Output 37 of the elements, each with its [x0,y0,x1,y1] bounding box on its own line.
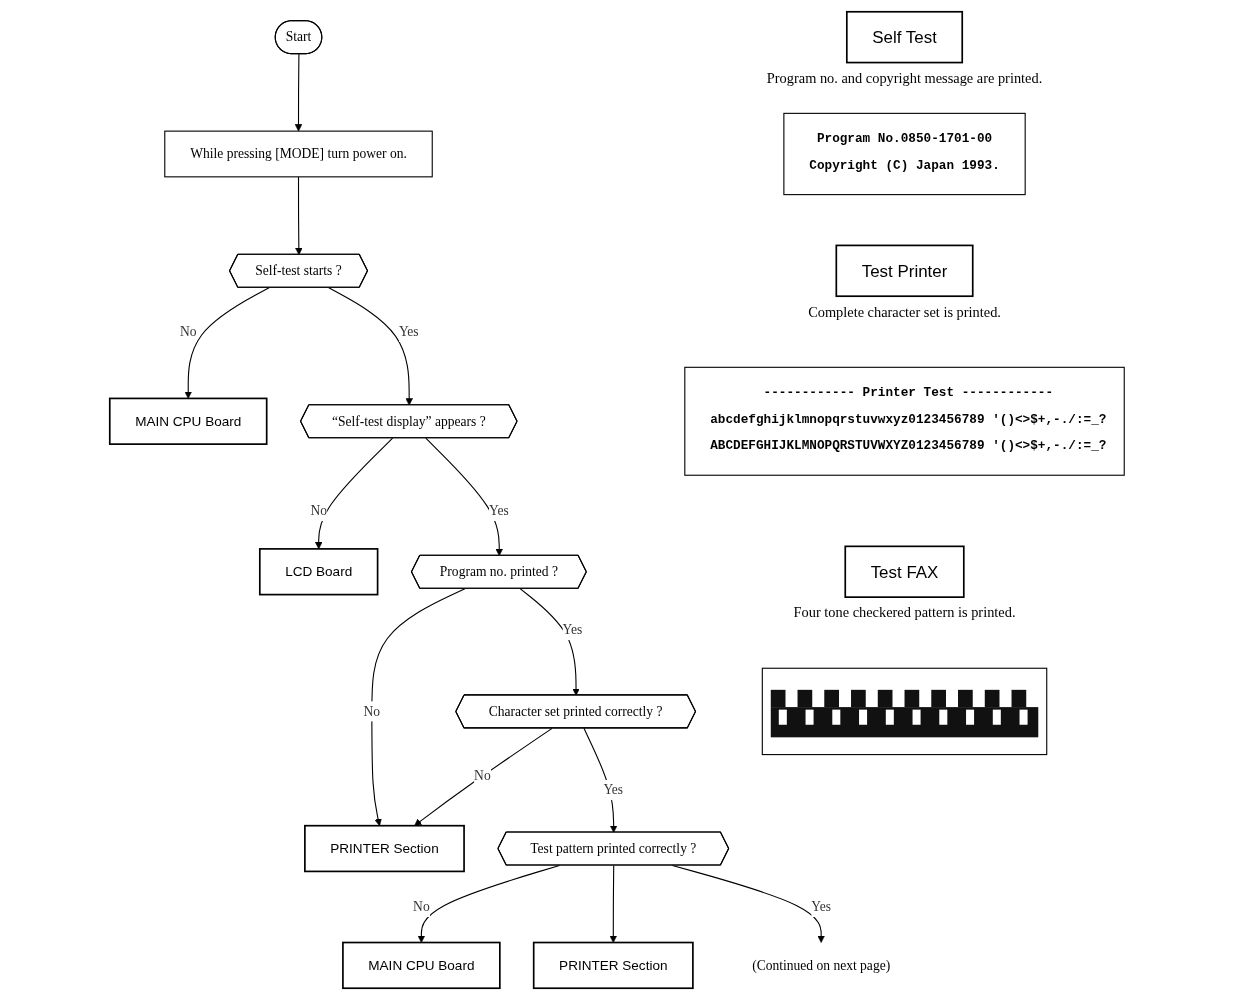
node-box: Test FAX [844,545,965,598]
arrow [184,287,270,399]
arrow [609,864,617,943]
edge-label: No [179,324,197,339]
arrow [371,588,466,827]
edge-label: No [474,768,491,783]
node-box: ------------ Printer Test ------------ abcdefghijklmnopqrstuvwxyz0123456789 '()<>$+,-./:=_? ABCDEFGHIJKLMNOPQRSTUVWXYZ0123456789 '()<>$+,-./:=_? [684,366,1125,476]
caption-text: Complete character set is printed. [808,303,1001,320]
caption-text: Four tone checkered pattern is printed. [793,604,1016,621]
arrow [414,727,553,827]
node-box: PRINTER Section [304,824,465,873]
node-box: MAIN CPU Board [108,397,268,445]
edge-label: No [310,503,327,518]
arrow [295,176,303,256]
caption-text: Program no. and copyright message are printed. [766,69,1043,86]
arrow [294,53,303,132]
node-box: LCD Board [258,548,379,596]
edge-label: Yes [489,503,509,518]
node-box: PRINTER Section [532,941,694,990]
edge-label: Yes [398,324,419,339]
edge-label: No [413,899,430,914]
node-box: While pressing [MODE] turn power on. [164,130,433,178]
node-picture [761,667,1048,756]
node-box: Test Printer [835,244,974,298]
node-box: Self Test [845,10,964,64]
arrow [315,437,394,550]
node-box: MAIN CPU Board [342,941,501,990]
edge-label: Yes [603,782,624,797]
arrow [328,287,413,406]
arrow [583,727,618,833]
node-box: Program No.0850-1701-00 Copyright (C) Japan 1993. [783,112,1026,196]
edge-label: No [363,703,381,719]
arrow [425,437,503,556]
edge-label: Yes [562,622,583,637]
arrow [519,588,580,696]
edge-label: Yes [811,899,832,914]
node-text: (Continued on next page) [752,957,891,973]
